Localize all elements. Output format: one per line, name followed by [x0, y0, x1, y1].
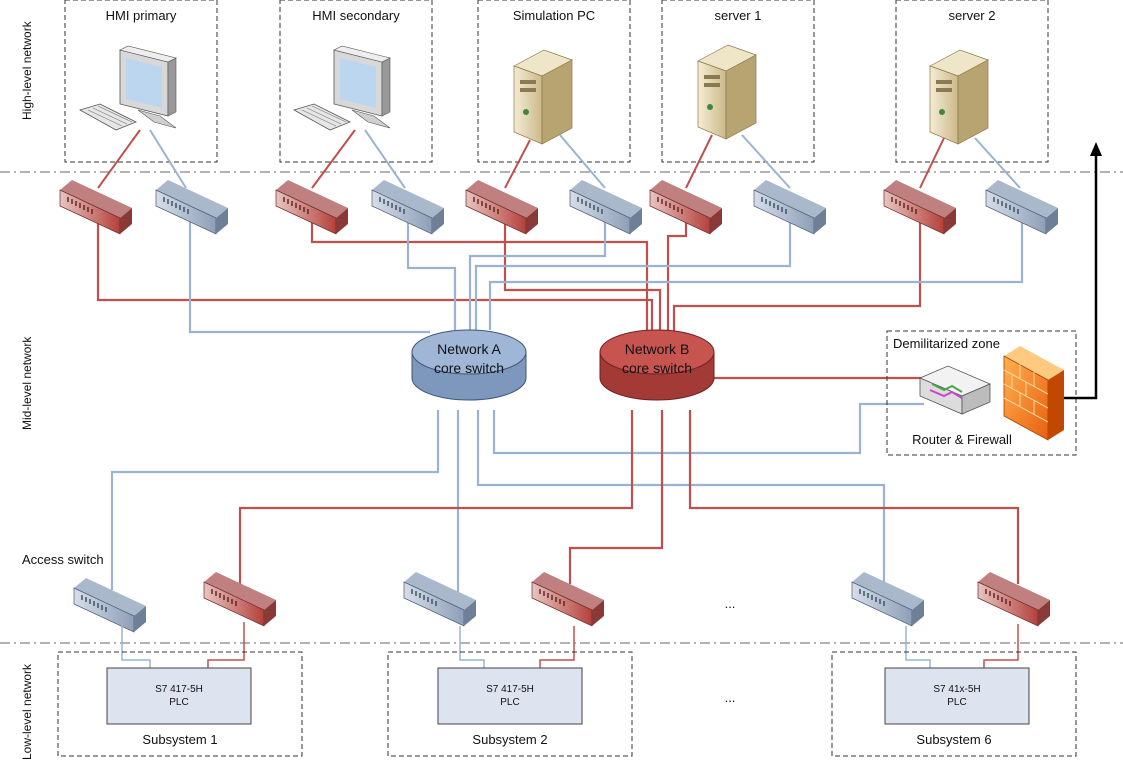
server-icon [929, 49, 989, 145]
station-label-server-1: server 1 [715, 8, 762, 23]
core-switch-a: Network A core switch [411, 329, 527, 401]
switch-a-icon [155, 179, 229, 235]
station-label-server-2: server 2 [949, 8, 996, 23]
core-switch-a-label: Network A [437, 341, 501, 357]
firewall-icon [1003, 346, 1064, 441]
tier-dividers [0, 171, 1123, 644]
workstation-icon [79, 45, 177, 131]
station-links [97, 129, 1021, 189]
access-switch-label: Access switch [22, 552, 104, 567]
access-switch-b-icon [977, 571, 1051, 627]
access-switch-a-icon [851, 571, 925, 627]
plc-type-6: PLC [947, 697, 966, 708]
subsystem-boxes [57, 651, 1077, 757]
access-switch-b-icon [531, 571, 605, 627]
dmz-box [886, 330, 1077, 456]
plc-boxes [106, 667, 1030, 725]
server-icon [513, 49, 573, 145]
station-boxes [64, 0, 1049, 163]
tier-label-mid: Mid-level network [20, 336, 34, 430]
access-switch-a-icon [403, 571, 477, 627]
access-switch-a-icon [73, 577, 147, 633]
workstation-icon [293, 45, 391, 131]
core-switch-b-sublabel: core switch [622, 360, 692, 376]
plc-model-2: S7 417-5H [486, 684, 534, 695]
tier-label-low: Low-level network [20, 663, 34, 760]
access-trunks [110, 376, 1020, 594]
subsystem-label-2: Subsystem 2 [472, 732, 547, 747]
station-label-simulation-pc: Simulation PC [513, 8, 595, 23]
subsystem-ellipsis: ... [725, 690, 736, 705]
switch-b-icon [59, 179, 133, 235]
core-switch-b: Network B core switch [599, 329, 715, 401]
dmz-caption: Router & Firewall [912, 432, 1012, 447]
uplink-arrow [1064, 142, 1102, 400]
core-trunks [96, 216, 1024, 335]
dmz-title: Demilitarized zone [893, 336, 1000, 351]
plc-model-6: S7 41x-5H [933, 684, 980, 695]
subsystem-label-1: Subsystem 1 [142, 732, 217, 747]
plc-links [121, 622, 1019, 672]
tier-label-high: High-level network [20, 20, 34, 120]
core-switch-a-sublabel: core switch [434, 360, 504, 376]
server-icon [697, 44, 757, 140]
subsystem-label-6: Subsystem 6 [916, 732, 991, 747]
plc-type-2: PLC [500, 697, 519, 708]
station-label-hmi-secondary: HMI secondary [312, 8, 400, 23]
plc-type-1: PLC [169, 697, 188, 708]
core-switch-b-label: Network B [625, 341, 690, 357]
switch-b-icon [465, 179, 539, 235]
access-ellipsis: ... [725, 596, 736, 611]
router-icon [918, 365, 992, 415]
plc-model-1: S7 417-5H [155, 684, 203, 695]
station-label-hmi-primary: HMI primary [106, 8, 177, 23]
